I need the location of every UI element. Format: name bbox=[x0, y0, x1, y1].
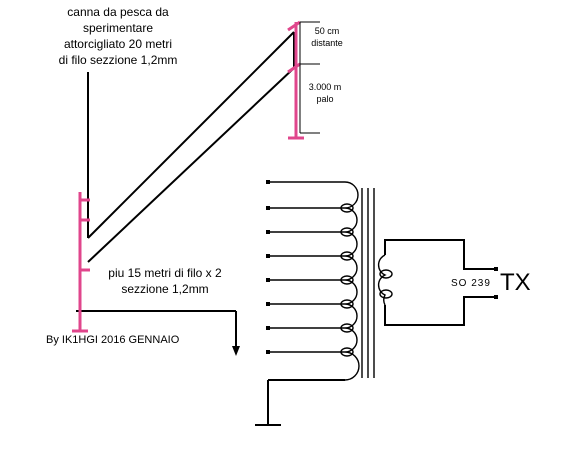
magenta-supports bbox=[72, 20, 304, 333]
primary-loop-1 bbox=[340, 203, 354, 213]
primary-loop-4 bbox=[340, 275, 354, 285]
tap-dot-4 bbox=[266, 254, 270, 258]
twisted-pair-lower bbox=[87, 67, 295, 263]
tap-dot-3 bbox=[266, 230, 270, 234]
secondary-loop-2 bbox=[379, 289, 393, 299]
black-wiring bbox=[76, 31, 496, 426]
dimension-marks bbox=[299, 21, 320, 134]
feed-arrow-icon bbox=[232, 346, 240, 356]
author-label: By IK1HGI 2016 GENNAIO bbox=[46, 334, 180, 346]
top-pole-arm-1 bbox=[287, 20, 301, 32]
extra-wire-label-line-2: sezzione 1,2mm bbox=[121, 282, 209, 296]
secondary-loop-lower bbox=[384, 296, 496, 326]
top-pole-arm-2 bbox=[287, 62, 301, 74]
primary-coil-icon bbox=[344, 181, 360, 381]
primary-loop-7 bbox=[340, 347, 354, 357]
rod-label-line-4: di filo sezzione 1,2mm bbox=[58, 53, 178, 67]
tx-terminal-top bbox=[494, 267, 498, 271]
secondary-loop bbox=[384, 239, 496, 270]
tx-label: TX bbox=[500, 269, 531, 296]
pole-label-line-2: palo bbox=[316, 94, 334, 104]
rod-label-line-3: attorcigliato 20 metri bbox=[63, 37, 173, 51]
tap-dots bbox=[266, 180, 498, 354]
tap-dot-6 bbox=[266, 302, 270, 306]
extra-wire-label-line-1: piu 15 metri di filo x 2 bbox=[108, 266, 222, 280]
tx-terminal-bottom bbox=[494, 295, 498, 299]
tap-dot-5 bbox=[266, 278, 270, 282]
tap-dot-7 bbox=[266, 326, 270, 330]
rod-label-line-2: sperimentare bbox=[82, 21, 154, 35]
tap-dot-2 bbox=[266, 206, 270, 210]
pole-label: 3.000 m palo bbox=[302, 82, 348, 108]
primary-loop-6 bbox=[340, 323, 354, 333]
primary-loop-2 bbox=[340, 227, 354, 237]
extra-wire-label: piu 15 metri di filo x 2 sezzione 1,2mm bbox=[90, 266, 240, 300]
distance-label-line-1: 50 cm bbox=[314, 26, 340, 36]
connector-label: SO 239 bbox=[451, 278, 491, 289]
rod-label: canna da pesca da sperimentare attorcigl… bbox=[36, 5, 200, 69]
secondary-loop-1 bbox=[379, 269, 393, 279]
primary-loop-5 bbox=[340, 299, 354, 309]
pole-label-line-1: 3.000 m bbox=[308, 82, 342, 92]
tap-dot-1 bbox=[266, 180, 270, 184]
secondary-coil-icon bbox=[377, 254, 387, 306]
twisted-pair-upper bbox=[87, 31, 295, 239]
distance-label: 50 cm distante bbox=[304, 26, 350, 52]
primary-taps bbox=[268, 181, 393, 381]
primary-loop-3 bbox=[340, 251, 354, 261]
distance-label-line-2: distante bbox=[311, 38, 343, 48]
tap-dot-8 bbox=[266, 350, 270, 354]
rod-label-line-1: canna da pesca da bbox=[67, 5, 169, 19]
